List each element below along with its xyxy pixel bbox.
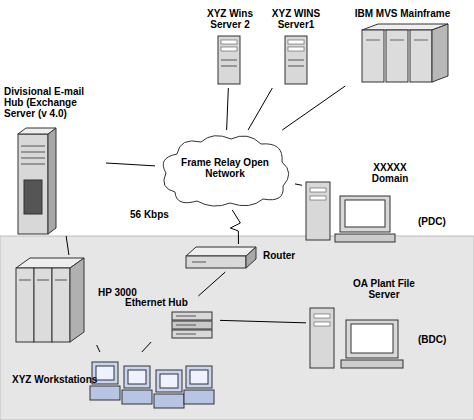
server-tower — [218, 36, 240, 84]
device-node: IBM MVS Mainframe — [345, 6, 460, 86]
node-label: XYZ WINS Server1 — [266, 8, 326, 30]
node-label: (PDC) — [418, 216, 468, 227]
device-node: Ethernet Hub — [125, 296, 220, 342]
cloud-path — [163, 136, 289, 206]
device-node: XYZ Workstations — [10, 352, 218, 412]
node-label: Ethernet Hub — [125, 297, 195, 308]
network-cloud: Frame Relay Open Network — [155, 130, 295, 210]
node-label: XXXXX Domain — [360, 162, 420, 184]
workstation-group — [90, 362, 214, 408]
node-label: (BDC) — [418, 334, 456, 345]
mail-hub-tower — [18, 128, 56, 234]
plant-band — [0, 236, 474, 420]
device-node: XYZ Wins Server 2 — [200, 6, 260, 88]
pdc-computer — [306, 182, 395, 242]
device-node: XYZ WINS Server1 — [266, 6, 326, 88]
network-link — [198, 272, 225, 296]
bdc-computer — [310, 308, 403, 368]
server-tower — [285, 36, 307, 84]
ethernet-hub — [172, 312, 212, 338]
network-link — [282, 86, 345, 130]
device-node: HP 3000 — [12, 255, 139, 345]
network-link — [142, 342, 151, 352]
node-label: XYZ Workstations — [12, 374, 102, 385]
node-label: XYZ Wins Server 2 — [200, 8, 260, 30]
node-label: Divisional E-mail Hub (Exchange Server (… — [4, 86, 104, 119]
node-label: Router — [263, 250, 297, 261]
mainframe-cabinets — [362, 24, 448, 82]
device-node: Router — [185, 244, 297, 272]
node-label: Frame Relay Open Network — [180, 157, 270, 179]
network-link — [230, 210, 240, 244]
network-link — [248, 88, 272, 130]
router-device — [186, 247, 256, 268]
device-node: XXXXX Domain (PDC) — [302, 160, 470, 244]
node-label: HP 3000 — [98, 287, 140, 298]
network-link — [106, 163, 155, 166]
network-link — [295, 184, 302, 185]
network-link — [227, 88, 229, 130]
link-speed: 56 Kbps — [130, 209, 169, 220]
network-link — [97, 345, 100, 352]
network-link — [220, 320, 306, 322]
node-label: IBM MVS Mainframe — [345, 8, 460, 19]
node-label: OA Plant File Server — [344, 278, 424, 300]
device-node: OA Plant File Server (BDC) — [306, 278, 456, 372]
network-link — [66, 236, 69, 255]
hp3000-cabinets — [16, 258, 84, 342]
device-node: Divisional E-mail Hub (Exchange Server (… — [4, 84, 106, 236]
